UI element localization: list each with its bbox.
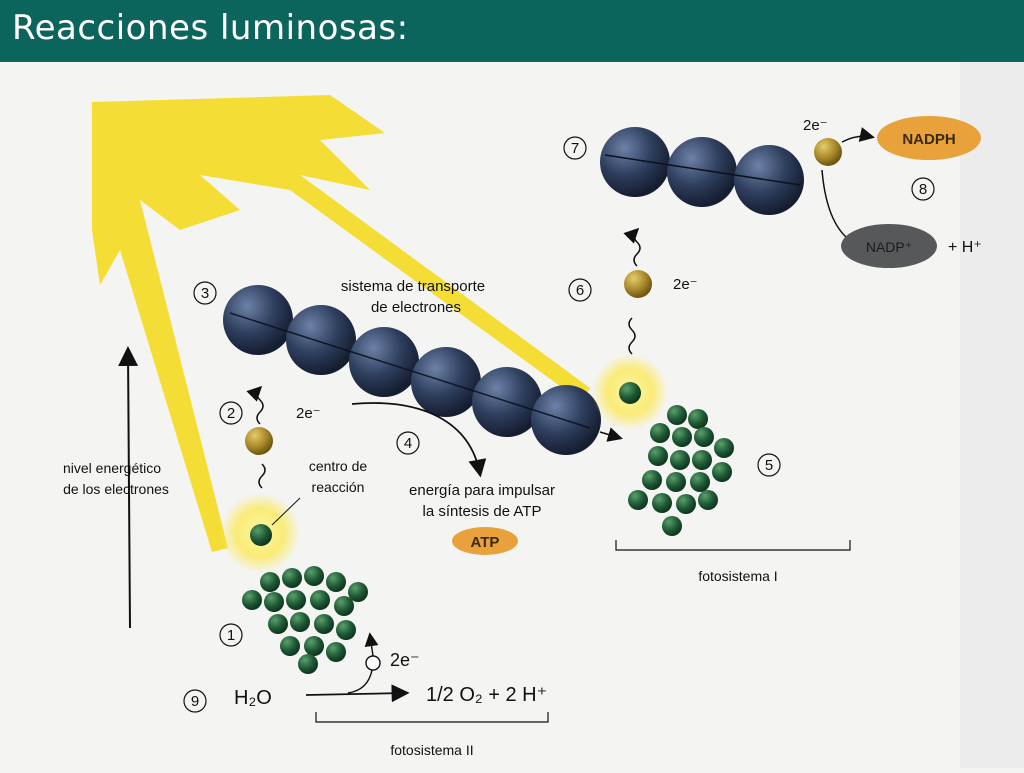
reaction-center-label-2: reacción [312, 479, 365, 495]
electron-ps2 [245, 427, 273, 455]
electrons-label-water: 2e⁻ [390, 650, 420, 670]
energy-axis-label-1: nivel energético [63, 460, 161, 476]
step-numbers: 1 2 3 4 5 6 7 8 9 [183, 136, 935, 713]
h-plus-label: + H⁺ [948, 239, 982, 256]
slide-title: Reacciones luminosas: [12, 8, 409, 48]
ps2-chlorophyll-cluster [242, 566, 368, 674]
step-1: 1 [227, 627, 235, 644]
step-8: 8 [919, 181, 927, 198]
atp-energy-label-2: la síntesis de ATP [423, 503, 542, 520]
nadp-badge [841, 224, 937, 268]
step-5: 5 [765, 457, 773, 474]
energy-axis-label-2: de los electrones [63, 481, 169, 497]
products-label: 1/2 O₂ + 2 H⁺ [426, 684, 547, 706]
nadp-label: NADP⁺ [866, 239, 912, 255]
nadph-badge [877, 116, 981, 160]
chain-to-ps1-arrow [599, 427, 623, 442]
diagram-stage: nivel energético de los electrones centr… [0, 62, 1024, 768]
light-reactions-diagram: nivel energético de los electrones centr… [63, 62, 1024, 768]
step-9: 9 [191, 693, 199, 710]
step-3: 3 [201, 285, 209, 302]
ps2-bracket [315, 712, 549, 723]
reaction-center-label-1: centro de [309, 458, 368, 474]
photosystem-2-label: fotosistema II [390, 742, 473, 758]
water-label: H₂O [234, 687, 272, 709]
transport-label-2: de electrones [371, 299, 461, 316]
atp-energy-label-1: energía para impulsar [409, 482, 555, 499]
ps1-reaction-center [619, 382, 641, 404]
ps1-chlorophyll-cluster [628, 405, 734, 536]
ps1-bracket [615, 540, 851, 551]
atp-label: ATP [471, 534, 500, 551]
electron-ps1 [624, 270, 652, 298]
electron-nadph [814, 138, 842, 166]
photosystem-1-label: fotosistema I [698, 568, 777, 584]
atp-energy-arrow [351, 402, 487, 478]
paper-shadow [960, 62, 1024, 768]
step-6: 6 [576, 282, 584, 299]
step-7: 7 [571, 140, 579, 157]
electrons-label-nadph: 2e⁻ [803, 117, 828, 134]
water-splitting-arrow [305, 684, 410, 703]
electron-release-curve [347, 669, 373, 694]
reaction-center-pointer [271, 497, 301, 526]
light-burst [92, 95, 590, 552]
to-nadph-arrow [841, 127, 875, 143]
ps2-reaction-center [250, 524, 272, 546]
step-4: 4 [404, 435, 412, 452]
electron-up-arrow [364, 632, 379, 657]
title-bar: Reacciones luminosas: [0, 0, 1024, 62]
ps1-wave-lower [628, 317, 636, 355]
ps2-wave-lower [258, 463, 266, 489]
released-electron [365, 655, 381, 671]
ps1-wave-upper [623, 227, 641, 267]
electrons-label-ps2: 2e⁻ [296, 405, 321, 422]
energy-axis-arrow [118, 346, 139, 629]
electrons-label-ps1: 2e⁻ [673, 276, 698, 293]
atp-badge [452, 527, 518, 555]
step-2: 2 [227, 405, 235, 422]
nadph-label: NADPH [902, 131, 955, 148]
upper-carrier-chain [600, 127, 804, 215]
ps2-wave-upper [246, 385, 264, 425]
nadp-link-line [821, 169, 847, 238]
transport-label-1: sistema de transporte [341, 278, 485, 295]
electron-transport-chain [223, 285, 601, 455]
